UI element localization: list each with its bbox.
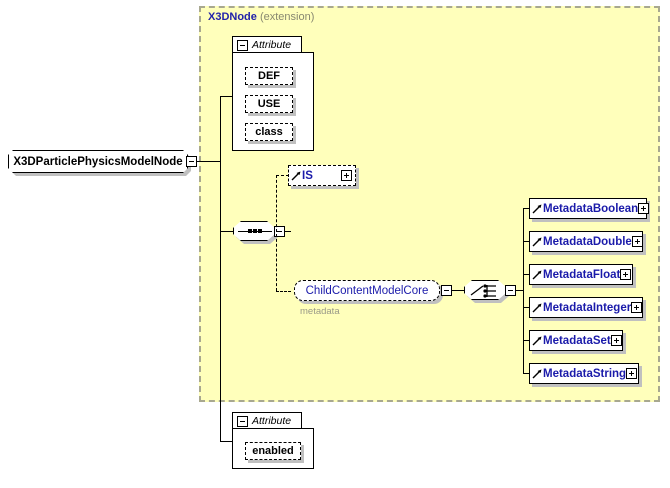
sequence-compositor[interactable]: [233, 221, 275, 241]
root-expand-toggle-icon[interactable]: [186, 156, 197, 167]
connector-branch-is: [276, 175, 289, 176]
extension-base-type: X3DNode: [208, 11, 257, 23]
element-is-toggle-icon[interactable]: [341, 170, 352, 181]
connector-sequence-to-subtrunk: [285, 231, 291, 232]
element-is-arrow-icon: [291, 169, 302, 182]
connector-metadata-string: [523, 373, 530, 374]
group-ref-caption: metadata: [300, 306, 340, 317]
element-metadata-string-toggle-icon[interactable]: [626, 368, 638, 379]
attribute-class[interactable]: class: [245, 123, 293, 141]
choice-compositor-toggle-icon[interactable]: [505, 285, 516, 296]
connector-main-trunk: [220, 96, 221, 442]
element-metadata-boolean-arrow-icon: [532, 202, 543, 215]
connector-metadata-float: [523, 274, 530, 275]
attribute-group-bottom-toggle-icon[interactable]: [237, 415, 248, 427]
element-metadata-double[interactable]: MetadataDouble: [529, 231, 643, 252]
attribute-def-label: DEF: [258, 70, 280, 82]
extension-kind: (extension): [259, 11, 315, 23]
choice-compositor-glyph-icon: [465, 281, 507, 301]
connector-choice-to-fanout: [516, 290, 524, 291]
group-ref-toggle-icon[interactable]: [441, 285, 452, 296]
connector-groupref-to-choice: [452, 290, 464, 291]
connector-metadata-boolean: [523, 208, 530, 209]
element-metadata-double-arrow-icon: [532, 235, 543, 248]
element-metadata-boolean-toggle-icon[interactable]: [638, 203, 650, 214]
element-metadata-boolean[interactable]: MetadataBoolean: [529, 198, 650, 219]
connector-branch-attribute-bottom: [220, 441, 236, 442]
attribute-def[interactable]: DEF: [245, 67, 293, 85]
attribute-group-top-label: Attribute: [252, 39, 292, 51]
attribute-group-bottom-label: Attribute: [252, 415, 292, 427]
element-metadata-string-label: MetadataString: [543, 367, 627, 380]
connector-metadata-set: [523, 340, 530, 341]
element-metadata-string-arrow-icon: [532, 367, 543, 380]
element-is[interactable]: IS: [288, 165, 356, 186]
connector-root-to-trunk: [197, 161, 221, 162]
group-ref-childcontentmodelcore[interactable]: ChildContentModelCore: [294, 280, 440, 301]
sequence-dot-1: [248, 229, 252, 233]
connector-metadata-fanout-trunk: [523, 208, 524, 373]
element-metadata-set-label: MetadataSet: [543, 334, 611, 347]
sequence-dot-3: [258, 229, 262, 233]
root-element-label: X3DParticlePhysicsModelNode: [13, 155, 183, 168]
attribute-group-header-bottom[interactable]: Attribute: [232, 412, 302, 429]
attribute-class-label: class: [255, 126, 283, 138]
element-metadata-double-toggle-icon[interactable]: [631, 236, 643, 247]
element-metadata-boolean-label: MetadataBoolean: [543, 202, 639, 215]
element-metadata-set-toggle-icon[interactable]: [610, 335, 622, 346]
extension-region-label: X3DNode (extension): [208, 11, 314, 23]
connector-branch-childcontentmodelcore: [276, 291, 291, 292]
element-metadata-set[interactable]: MetadataSet: [529, 330, 623, 351]
attribute-use-label: USE: [257, 98, 281, 110]
element-is-label: IS: [302, 169, 313, 182]
choice-compositor[interactable]: [464, 280, 506, 300]
element-metadata-integer-arrow-icon: [532, 301, 543, 314]
connector-metadata-double: [523, 241, 530, 242]
attribute-use[interactable]: USE: [245, 95, 293, 113]
connector-metadata-integer: [523, 307, 530, 308]
sequence-compositor-toggle-icon[interactable]: [274, 226, 285, 237]
element-metadata-float[interactable]: MetadataFloat: [529, 264, 633, 285]
element-metadata-integer[interactable]: MetadataInteger: [529, 297, 643, 318]
element-metadata-integer-toggle-icon[interactable]: [631, 302, 643, 313]
attribute-enabled-label: enabled: [252, 445, 294, 457]
root-element-box[interactable]: X3DParticlePhysicsModelNode: [8, 150, 188, 173]
connector-branch-sequence: [220, 231, 233, 232]
sequence-dot-2: [253, 229, 257, 233]
element-metadata-integer-label: MetadataInteger: [543, 301, 632, 314]
group-ref-label: ChildContentModelCore: [305, 284, 429, 297]
element-metadata-float-label: MetadataFloat: [543, 268, 621, 281]
connector-content-subtrunk: [276, 175, 277, 291]
element-metadata-string[interactable]: MetadataString: [529, 363, 639, 384]
attribute-group-header-top[interactable]: Attribute: [232, 36, 302, 53]
element-metadata-set-arrow-icon: [532, 334, 543, 347]
element-metadata-float-arrow-icon: [532, 268, 543, 281]
connector-branch-attribute-top: [220, 96, 236, 97]
element-metadata-float-toggle-icon[interactable]: [620, 269, 632, 280]
element-metadata-double-label: MetadataDouble: [543, 235, 632, 248]
attribute-enabled[interactable]: enabled: [245, 442, 301, 460]
attribute-group-top-toggle-icon[interactable]: [237, 39, 248, 51]
